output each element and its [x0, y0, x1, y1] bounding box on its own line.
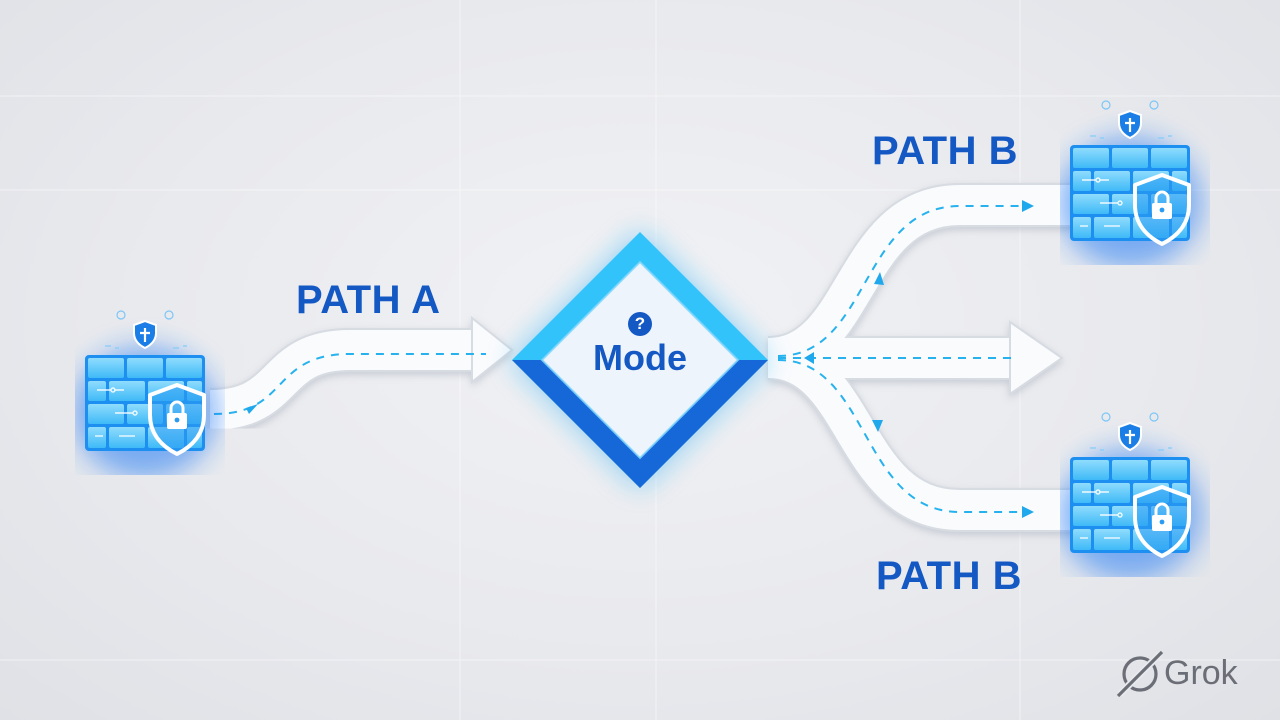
path-b-bottom-label: PATH B [876, 554, 1022, 598]
paths [209, 183, 1080, 532]
question-badge-label: ? [634, 314, 646, 333]
exit-arrow-icon [1009, 320, 1064, 396]
firewall-top-right [1058, 101, 1202, 269]
decision-mode-diamond [512, 232, 768, 488]
grok-watermark-text: Grok [1164, 653, 1238, 692]
path-a-label: PATH A [296, 278, 441, 322]
path-b-top-flow [777, 205, 1032, 357]
grok-logo-icon [1116, 650, 1164, 698]
firewall-bottom-right [1058, 413, 1202, 581]
firewall-left [73, 311, 217, 479]
decision-mode-label: Mode [593, 337, 687, 378]
path-b-bottom-flow [777, 359, 1032, 513]
path-a-road [209, 315, 514, 432]
path-a-flow [213, 353, 486, 415]
question-badge-icon [628, 312, 652, 336]
grok-watermark: Grok [1114, 650, 1238, 696]
path-b-top-label: PATH B [872, 129, 1018, 173]
